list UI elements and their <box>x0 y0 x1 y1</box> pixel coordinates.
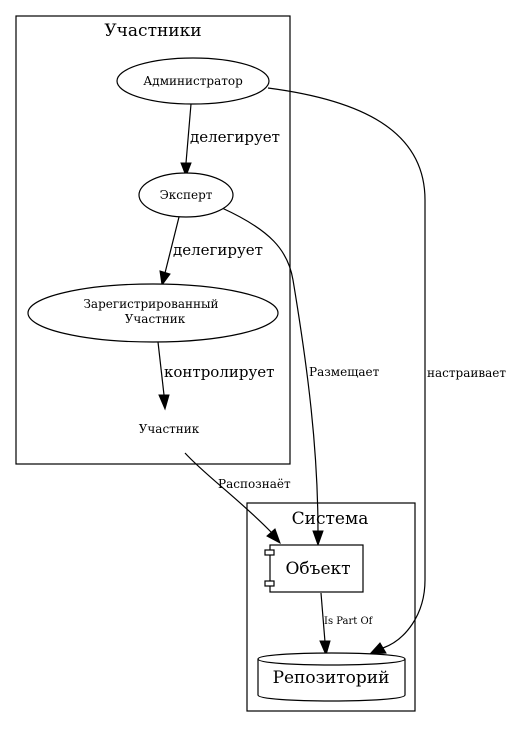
edge-label-admin-repository: настраивает <box>427 366 506 380</box>
node-object[interactable]: Объект <box>264 544 364 593</box>
node-admin-label: Администратор <box>143 74 243 88</box>
node-participant[interactable]: Участник <box>139 422 200 436</box>
node-object-component-tab-top <box>264 549 275 556</box>
node-participant-label: Участник <box>139 422 200 436</box>
node-registered-label-line1: Зарегистрированный <box>83 297 218 311</box>
node-repository-label: Репозиторий <box>273 668 390 688</box>
node-repository-cylinder <box>257 652 406 702</box>
arrowhead <box>159 270 171 287</box>
cluster-system: Система <box>246 502 416 712</box>
edge-label-expert-registered: делегирует <box>173 241 263 259</box>
node-object-component-box <box>269 544 364 593</box>
edge-registered-participant: контролирует <box>157 341 274 411</box>
cluster-system-title: Система <box>292 509 369 529</box>
node-expert-label: Эксперт <box>160 188 213 202</box>
node-object-component-tab-bottom <box>264 580 275 587</box>
node-registered-label-line2: Участник <box>125 312 186 326</box>
arrowhead <box>266 528 281 545</box>
edge-participant-object: Распознаёт <box>184 452 291 545</box>
edge-label-admin-expert: делегирует <box>190 128 280 146</box>
arrowhead <box>158 394 170 411</box>
edge-expert-registered: делегирует <box>159 216 263 287</box>
edge-label-registered-participant: контролирует <box>164 363 274 381</box>
edge-admin-repository: настраивает <box>267 87 506 655</box>
node-registered-shape <box>27 283 279 343</box>
cluster-participants-title: Участники <box>104 21 201 41</box>
arrowhead <box>312 530 324 547</box>
cluster-participants: Участники <box>15 15 291 465</box>
edge-expert-object: Размещает <box>221 207 380 547</box>
edge-object-repository: Is Part Of <box>319 592 374 657</box>
node-object-label: Объект <box>285 559 350 579</box>
node-expert-shape <box>138 172 234 218</box>
edge-label-object-repository: Is Part Of <box>324 616 374 627</box>
node-registered[interactable]: Зарегистрированный Участник <box>27 283 279 343</box>
edge-label-expert-object: Размещает <box>309 365 380 379</box>
node-admin[interactable]: Администратор <box>116 57 270 105</box>
arrowhead <box>319 640 331 657</box>
edge-admin-expert: делегирует <box>180 103 280 178</box>
cluster-system-border <box>246 502 416 712</box>
node-admin-shape <box>116 57 270 105</box>
node-repository-rim <box>257 658 406 666</box>
node-expert[interactable]: Эксперт <box>138 172 234 218</box>
edge-label-participant-object: Распознаёт <box>218 477 291 491</box>
arrowhead <box>180 162 192 178</box>
arrowhead <box>368 642 387 655</box>
cluster-participants-border <box>15 15 291 465</box>
node-repository[interactable]: Репозиторий <box>257 652 406 702</box>
